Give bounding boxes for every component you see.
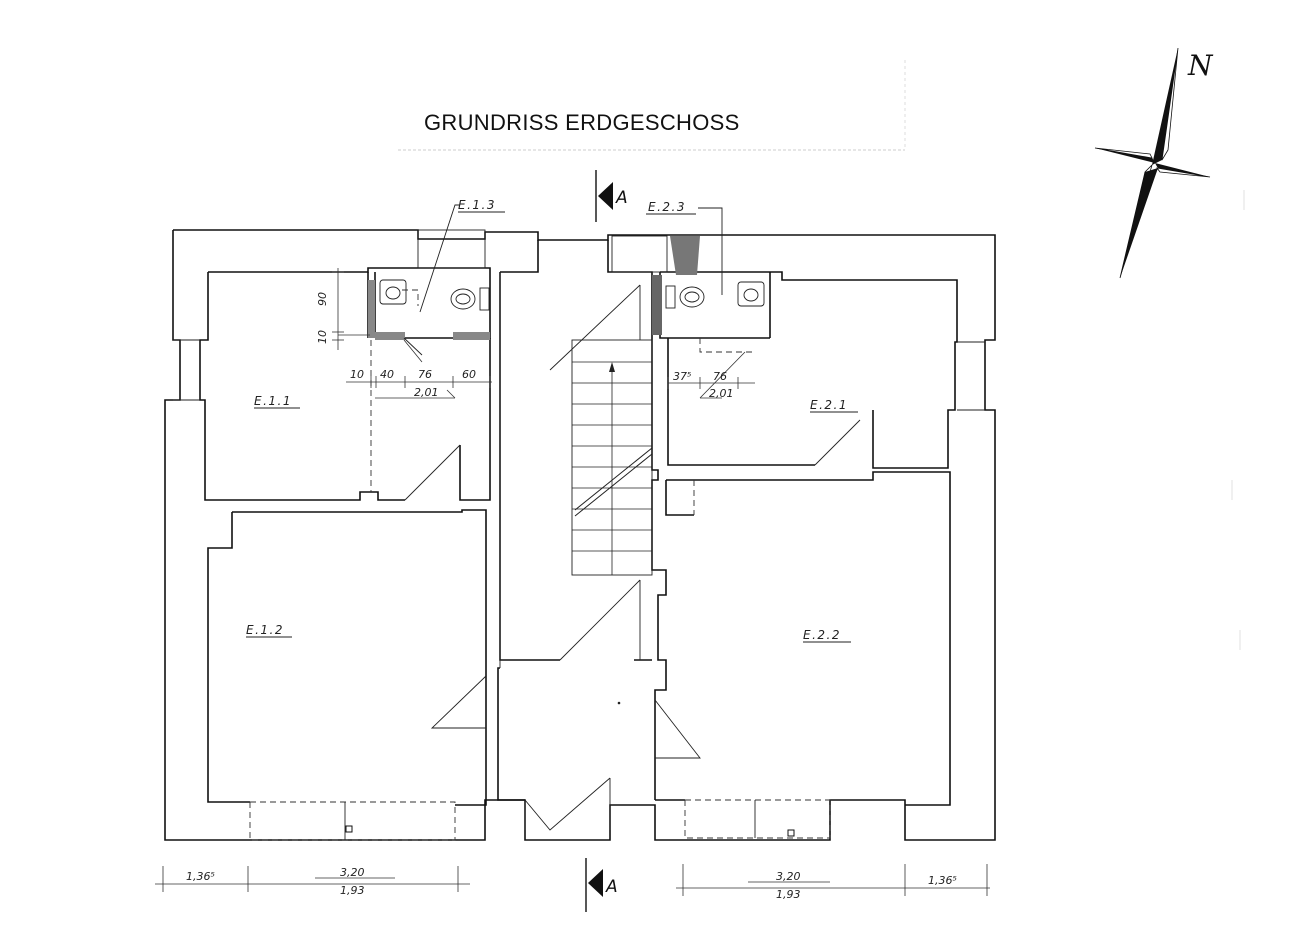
dim-wc-right-76: 76 [713,370,727,383]
dim-wc-left-total: 2,01 [414,386,439,399]
dim-wc-left-40: 40 [380,368,394,381]
dim-wc-left-90: 90 [316,292,329,306]
section-label-bottom: A [605,877,618,897]
scan-marks [1231,190,1245,650]
right-unit [611,235,985,839]
dim-bottom-left-136: 1,36⁵ [186,870,215,883]
outer-walls [164,229,996,841]
dim-bottom-right-320: 3,20 [776,870,801,883]
section-marker-top [595,170,613,222]
dim-wc-right-37: 37⁵ [673,370,691,383]
dim-wc-left-10: 10 [350,368,364,381]
left-unit [173,229,491,841]
dim-wc-right-total: 2,01 [709,387,734,400]
wc-right-dimension-lines [667,351,755,399]
room-e13-leader [419,204,505,313]
room-label-e13: E.1.3 [458,198,496,212]
north-label: N [1187,49,1214,82]
bottom-dimension-lines [155,864,990,896]
dim-bottom-left-320: 3,20 [340,866,365,879]
dim-bottom-left-193: 1,93 [340,884,365,897]
section-label-top: A [615,188,628,208]
north-arrow-icon [1094,47,1211,279]
dim-wc-left-60: 60 [462,368,476,381]
room-label-e11: E.1.1 [254,394,292,408]
room-label-e21: E.2.1 [810,398,848,412]
dim-wc-left-10v: 10 [316,330,329,344]
room-label-e22: E.2.2 [803,628,841,642]
dim-wc-left-76: 76 [418,368,432,381]
room-e23-leader [646,207,723,295]
plan-title: GRUNDRISS ERDGESCHOSS [424,110,740,135]
stair-core [430,240,701,831]
room-label-e23: E.2.3 [648,200,686,214]
dim-bottom-right-193: 1,93 [776,888,801,901]
wc-left-dimension-lines [332,268,492,399]
dim-bottom-right-136: 1,36⁵ [928,874,957,887]
section-marker-bottom [585,858,603,912]
room-label-e12: E.1.2 [246,623,284,637]
